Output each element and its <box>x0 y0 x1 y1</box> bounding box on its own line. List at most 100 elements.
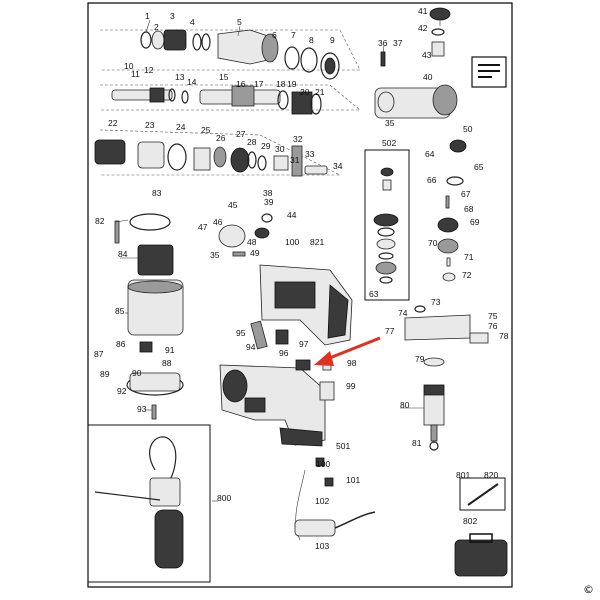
callout-36: 36 <box>378 38 388 48</box>
callout-69: 69 <box>470 217 480 227</box>
callout-77: 77 <box>385 326 395 336</box>
right-column-parts <box>404 139 489 451</box>
callout-12: 12 <box>144 65 154 75</box>
callout-65: 65 <box>474 162 484 172</box>
callout-68: 68 <box>464 204 474 214</box>
callout-87: 87 <box>94 349 104 359</box>
callout-11: 11 <box>131 69 140 79</box>
callout-92: 92 <box>117 386 127 396</box>
callout-1: 1 <box>145 11 150 21</box>
callout-88: 88 <box>162 358 172 368</box>
kit-case-icon <box>454 533 508 577</box>
callout-18: 18 <box>276 79 286 89</box>
callout-78: 78 <box>499 331 509 341</box>
side-handle-box <box>87 424 211 583</box>
callout-8: 8 <box>309 35 314 45</box>
callout-23: 23 <box>145 120 155 130</box>
callout-4: 4 <box>190 17 195 27</box>
callout-40: 40 <box>423 72 433 82</box>
callout-821: 821 <box>310 237 324 247</box>
callout-90: 90 <box>132 368 142 378</box>
callout-34: 34 <box>333 161 343 171</box>
callout-502: 502 <box>382 138 396 148</box>
leader-lines <box>115 19 441 502</box>
gear-housing <box>259 264 353 346</box>
callout-93: 93 <box>137 404 147 414</box>
callout-35: 35 <box>385 118 395 128</box>
callout-42: 42 <box>418 23 428 33</box>
callout-24: 24 <box>176 122 186 132</box>
callout-67: 67 <box>461 189 471 199</box>
callout-97: 97 <box>299 339 309 349</box>
callout-95: 95 <box>236 328 246 338</box>
callout-25: 25 <box>201 125 211 135</box>
callout-10: 10 <box>124 61 134 71</box>
mode-selector <box>218 213 273 257</box>
drawing-frame <box>87 2 513 588</box>
rotary-stop-assembly <box>374 7 458 119</box>
callout-83: 83 <box>152 188 162 198</box>
callout-44: 44 <box>287 210 297 220</box>
callout-46: 46 <box>213 217 223 227</box>
accessory-box <box>459 477 506 511</box>
callout-70: 70 <box>428 238 438 248</box>
callout-15: 15 <box>219 72 229 82</box>
callout-79: 79 <box>415 354 425 364</box>
callout-80: 80 <box>400 400 410 410</box>
callout-43: 43 <box>422 50 432 60</box>
callout-30: 30 <box>275 144 285 154</box>
callout-96: 96 <box>279 348 289 358</box>
callout-20: 20 <box>300 87 310 97</box>
callout-17: 17 <box>254 79 264 89</box>
callout-28: 28 <box>247 137 257 147</box>
callout-21: 21 <box>315 87 325 97</box>
callout-26: 26 <box>216 133 226 143</box>
callout-101: 101 <box>346 475 360 485</box>
callout-81: 81 <box>412 438 422 448</box>
callout-27: 27 <box>236 129 246 139</box>
callout-29: 29 <box>261 141 271 151</box>
callout-99: 99 <box>346 381 356 391</box>
callout-2: 2 <box>154 22 159 32</box>
main-housing <box>219 320 335 447</box>
motor-housing-assembly <box>114 213 184 420</box>
callout-33: 33 <box>305 149 315 159</box>
callout-82: 82 <box>95 216 105 226</box>
callout-501: 501 <box>336 441 350 451</box>
callout-94: 94 <box>246 342 256 352</box>
callout-41: 41 <box>418 6 428 16</box>
callout-39: 39 <box>264 197 274 207</box>
callout-64: 64 <box>425 149 435 159</box>
callout-74: 74 <box>398 308 408 318</box>
callout-13: 13 <box>175 72 185 82</box>
callout-63: 63 <box>369 289 379 299</box>
callout-102: 102 <box>315 496 329 506</box>
callout-48: 48 <box>247 237 257 247</box>
callout-71: 71 <box>464 252 474 262</box>
callout-800: 800 <box>217 493 231 503</box>
callout-5: 5 <box>237 17 242 27</box>
callout-801: 801 <box>456 470 470 480</box>
callout-37: 37 <box>393 38 403 48</box>
copyright-symbol: © <box>583 583 594 596</box>
callout-19: 19 <box>287 79 297 89</box>
callout-100: 100 <box>316 459 330 469</box>
callout-9: 9 <box>330 35 335 45</box>
highlight-arrow <box>314 336 381 366</box>
callout-31: 31 <box>290 155 300 165</box>
callout-820: 820 <box>484 470 498 480</box>
callout-72: 72 <box>462 270 472 280</box>
callout-7: 7 <box>291 30 296 40</box>
callout-66: 66 <box>427 175 437 185</box>
callout-47: 47 <box>198 222 208 232</box>
chuck-assembly <box>100 29 361 115</box>
callout-86: 86 <box>116 339 126 349</box>
callout-103: 103 <box>315 541 329 551</box>
callout-75: 75 <box>488 311 498 321</box>
callout-98: 98 <box>347 358 357 368</box>
callout-32: 32 <box>293 134 303 144</box>
callout-802: 802 <box>463 516 477 526</box>
callout-3: 3 <box>170 11 175 21</box>
callout-49: 49 <box>250 248 260 258</box>
